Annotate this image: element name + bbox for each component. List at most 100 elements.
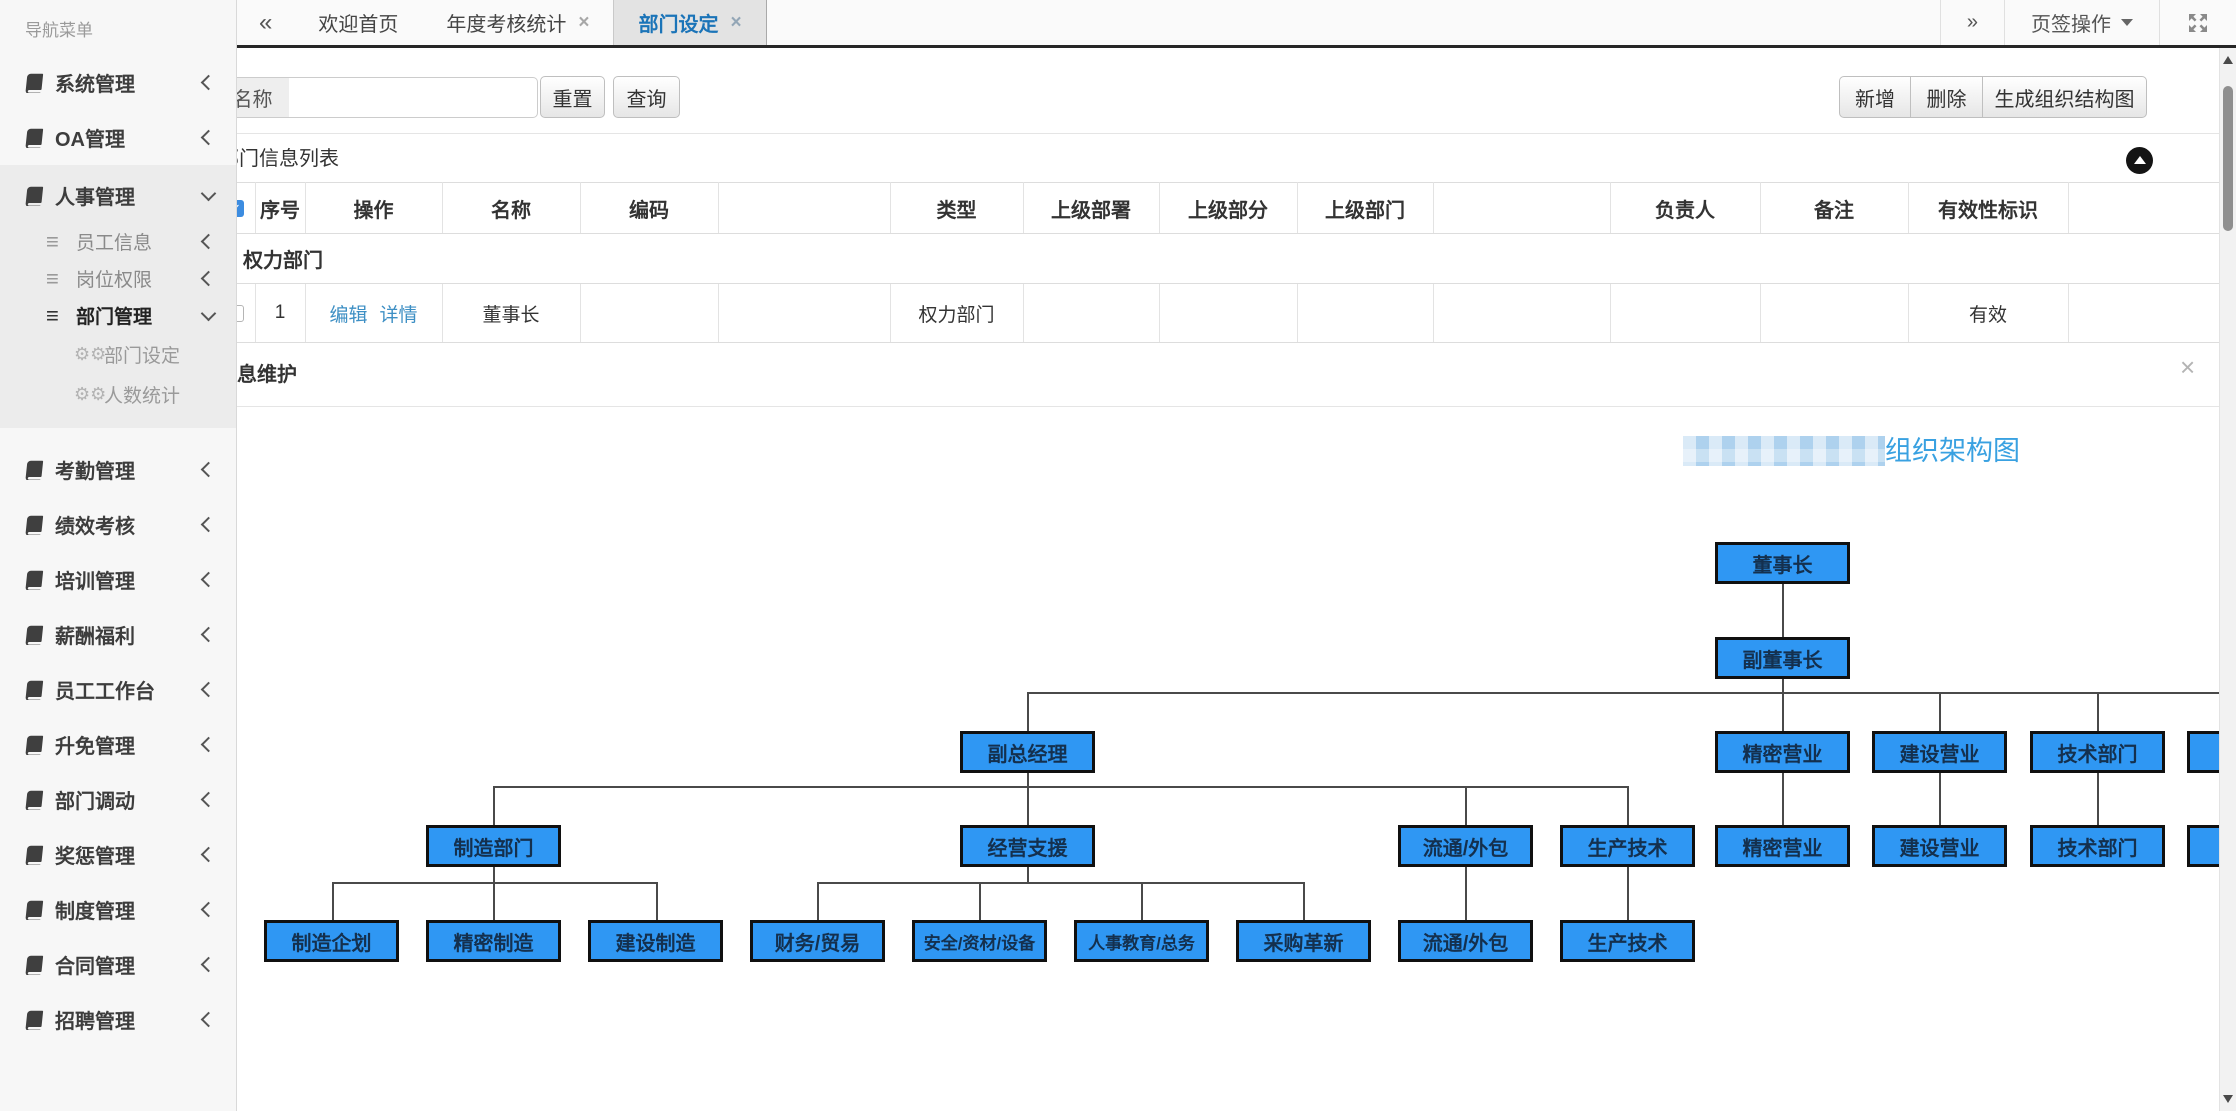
org-connector xyxy=(493,867,495,882)
table-cell: 有效 xyxy=(1908,283,2069,343)
tab-close-icon[interactable]: × xyxy=(730,12,742,33)
sidebar-item-升免管理[interactable]: 升免管理 xyxy=(0,717,236,772)
book-icon xyxy=(25,734,55,755)
select-all-checkbox[interactable]: ✓ xyxy=(237,199,245,217)
tab-label: 年度考核统计 xyxy=(446,14,567,36)
vertical-scrollbar[interactable] xyxy=(2219,48,2236,1111)
sidebar-item-系统管理[interactable]: 系统管理 xyxy=(0,55,236,110)
sidebar-item-培训管理[interactable]: 培训管理 xyxy=(0,552,236,607)
edit-link[interactable]: 编辑 xyxy=(329,304,368,326)
org-node: 人事教育/总务 xyxy=(1074,920,1209,962)
tabs-scroll-left-icon[interactable]: « xyxy=(259,8,273,36)
add-button[interactable]: 新增 xyxy=(1839,76,1910,118)
chevron-left-icon xyxy=(200,681,217,698)
sidebar-item-部门调动[interactable]: 部门调动 xyxy=(0,772,236,827)
group-row-label: 权力部门 xyxy=(237,233,2219,284)
sidebar-item-岗位权限[interactable]: ≡岗位权限 xyxy=(0,260,236,297)
sidebar-item-考勤管理[interactable]: 考勤管理 xyxy=(0,442,236,497)
chevron-left-icon xyxy=(200,270,217,287)
org-connector xyxy=(1465,786,1467,825)
gears-icon: ⚙⚙ xyxy=(74,384,107,404)
tab-label: 欢迎首页 xyxy=(318,14,399,36)
column-header: 上级部分 xyxy=(1159,182,1298,234)
scroll-down-icon[interactable] xyxy=(2223,1095,2233,1103)
sidebar-item-人事管理[interactable]: 人事管理 xyxy=(0,168,236,223)
org-connector xyxy=(1027,692,2219,694)
tab-operations-dropdown[interactable]: 页签操作 xyxy=(2004,0,2159,45)
book-icon xyxy=(25,514,55,535)
org-connector xyxy=(1303,882,1305,920)
table-group-row: 权力部门 xyxy=(237,233,2219,284)
org-connector xyxy=(817,882,819,920)
generate-org-chart-button[interactable]: 生成组织结构图 xyxy=(1982,76,2147,118)
close-detail-icon[interactable]: × xyxy=(2180,352,2196,382)
org-node-label: 人事教育/总务 xyxy=(1088,933,1195,953)
org-node: 建设营业 xyxy=(1872,731,2007,773)
delete-button[interactable]: 删除 xyxy=(1910,76,1982,118)
table-cell: 董事长 xyxy=(442,283,581,343)
main-content: 名称 重置 查询 新增 删除 生成组织结构图 部门信息列表 ✓序号操作名称编码类… xyxy=(237,48,2219,1111)
tab-年度考核统计[interactable]: 年度考核统计 × xyxy=(422,0,613,45)
chevron-left-icon xyxy=(200,461,217,478)
tab-欢迎首页[interactable]: 欢迎首页 xyxy=(294,0,422,45)
book-icon xyxy=(25,569,55,590)
org-connector xyxy=(1627,786,1629,825)
org-node: 生产技术 xyxy=(1560,825,1695,867)
tabs-scroll-right-icon[interactable]: » xyxy=(1939,0,2004,45)
tab-operations-label: 页签操作 xyxy=(2031,14,2111,36)
book-icon xyxy=(25,127,55,148)
sidebar-item-员工信息[interactable]: ≡员工信息 xyxy=(0,223,236,260)
org-node-label: 安全/资材/设备 xyxy=(923,933,1036,953)
org-connector xyxy=(1027,867,1029,882)
sidebar-item-label: 绩效考核 xyxy=(55,516,135,538)
detail-link[interactable]: 详情 xyxy=(379,304,418,326)
sidebar-item-合同管理[interactable]: 合同管理 xyxy=(0,937,236,992)
scroll-up-icon[interactable] xyxy=(2223,56,2233,64)
fullscreen-icon[interactable] xyxy=(2159,0,2236,45)
table-cell: 权力部门 xyxy=(890,283,1024,343)
tab-部门设定[interactable]: 部门设定 × xyxy=(613,0,767,45)
gears-icon: ⚙⚙ xyxy=(74,344,107,364)
org-connector xyxy=(1465,867,1467,920)
sidebar-item-绩效考核[interactable]: 绩效考核 xyxy=(0,497,236,552)
sidebar-item-制度管理[interactable]: 制度管理 xyxy=(0,882,236,937)
table-cell xyxy=(1023,283,1160,343)
table-cell xyxy=(1297,283,1434,343)
sidebar-item-部门设定[interactable]: ⚙⚙部门设定 xyxy=(0,334,236,374)
sidebar-item-部门管理[interactable]: ≡部门管理 xyxy=(0,297,236,334)
sidebar-item-员工工作台[interactable]: 员工工作台 xyxy=(0,662,236,717)
search-input[interactable] xyxy=(289,77,538,118)
row-select-cell xyxy=(237,283,256,343)
sidebar-item-label: 培训管理 xyxy=(55,571,135,593)
scrollbar-thumb[interactable] xyxy=(2223,86,2233,231)
sidebar-item-招聘管理[interactable]: 招聘管理 xyxy=(0,992,236,1047)
org-node-label: 生产技术 xyxy=(1587,932,1668,955)
book-icon xyxy=(25,624,55,645)
tab-close-icon[interactable]: × xyxy=(578,12,590,33)
sidebar-item-OA管理[interactable]: OA管理 xyxy=(0,110,236,165)
tab-label: 部门设定 xyxy=(638,14,719,36)
column-header: 上级部署 xyxy=(1023,182,1160,234)
chevron-left-icon xyxy=(200,129,217,146)
sidebar-item-label: 部门管理 xyxy=(76,307,153,328)
sidebar-item-奖惩管理[interactable]: 奖惩管理 xyxy=(0,827,236,882)
table-cell xyxy=(1433,283,1611,343)
sidebar-item-label: 岗位权限 xyxy=(76,270,153,291)
org-connector xyxy=(1782,584,1784,637)
org-node-label: 制造部门 xyxy=(453,837,534,860)
row-checkbox[interactable] xyxy=(237,304,245,322)
sidebar-item-label: 合同管理 xyxy=(55,956,135,978)
sidebar-title: 导航菜单 xyxy=(25,21,93,40)
query-button[interactable]: 查询 xyxy=(613,76,680,118)
reset-button[interactable]: 重置 xyxy=(540,76,605,118)
org-node-label: 建设营业 xyxy=(1899,837,1980,860)
book-icon xyxy=(25,679,55,700)
department-table: ✓序号操作名称编码类型上级部署上级部分上级部门负责人备注有效性标识权力部门1编辑… xyxy=(237,182,2219,343)
org-node: 安全/资材/设备 xyxy=(912,920,1047,962)
sidebar-item-label: 人数统计 xyxy=(104,385,181,407)
sidebar-item-人数统计[interactable]: ⚙⚙人数统计 xyxy=(0,374,236,414)
collapse-panel-icon[interactable] xyxy=(2126,147,2153,174)
sidebar-item-薪酬福利[interactable]: 薪酬福利 xyxy=(0,607,236,662)
